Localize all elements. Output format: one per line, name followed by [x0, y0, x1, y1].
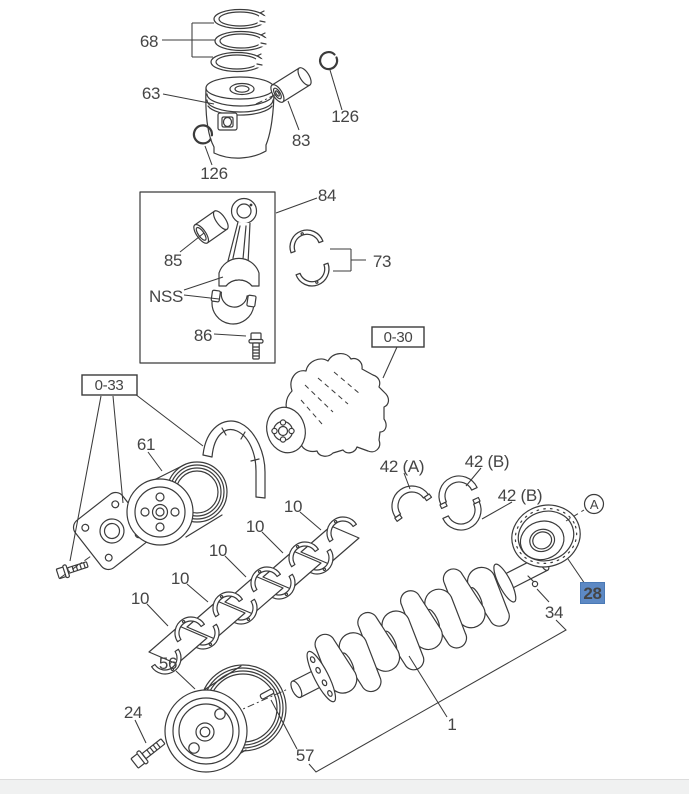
part-label-text-10-5: 10: [131, 589, 149, 608]
connecting-rod-group-box: [139, 191, 276, 364]
connecting-rod: [210, 197, 260, 325]
part-label-42b-2[interactable]: 42 (B): [498, 486, 543, 505]
part-label-85[interactable]: 85: [164, 251, 183, 270]
part-label-10-3[interactable]: 10: [209, 541, 228, 560]
part-label-view-a[interactable]: A: [583, 493, 605, 515]
part-label-text-ref-0-30: 0-30: [384, 329, 413, 346]
piston-pin-bushing: [193, 210, 229, 244]
part-label-text-84: 84: [318, 186, 336, 205]
part-label-text-view-a: A: [590, 497, 599, 512]
crank-pulley-damper: [164, 664, 287, 773]
part-label-text-61: 61: [137, 435, 155, 454]
part-label-42b-1[interactable]: 42 (B): [465, 452, 510, 471]
part-label-text-ref-0-33: 0-33: [95, 377, 124, 394]
crank-centerline: [233, 688, 289, 714]
part-label-ref-0-33[interactable]: 0-33: [81, 374, 138, 396]
part-label-61[interactable]: 61: [137, 435, 156, 454]
crankshaft-pulley-61: [126, 461, 228, 546]
piston-ring-set: [210, 8, 271, 73]
thrust-washer-42a: [391, 485, 433, 522]
part-label-10-1[interactable]: 10: [284, 497, 303, 516]
part-label-text-42a: 42 (A): [380, 457, 425, 476]
dowel-pin: [527, 575, 539, 588]
part-label-text-85: 85: [164, 251, 182, 270]
part-label-text-34: 34: [545, 603, 563, 622]
label-68-bracket: [162, 22, 215, 58]
part-label-text-10-1: 10: [284, 497, 302, 516]
rod-cap-bolt: [248, 332, 264, 360]
part-label-10-4[interactable]: 10: [171, 569, 190, 588]
part-label-text-86: 86: [194, 326, 212, 345]
crank-gear: [511, 504, 581, 568]
gear-case-housing: [266, 353, 390, 457]
part-label-10-2[interactable]: 10: [246, 517, 265, 536]
part-label-nss[interactable]: NSS: [149, 287, 183, 306]
part-label-10-5[interactable]: 10: [131, 589, 150, 608]
thrust-washer-42b-upper: [438, 475, 478, 510]
rod-bearing-shells: [284, 224, 335, 292]
part-label-text-73: 73: [373, 252, 391, 271]
view-a-pointer: [565, 509, 585, 522]
bottom-scrollbar-track: [0, 779, 689, 794]
part-label-34[interactable]: 34: [545, 603, 564, 622]
part-label-42a[interactable]: 42 (A): [380, 457, 425, 476]
part-label-57[interactable]: 57: [296, 746, 315, 765]
part-label-text-10-3: 10: [209, 541, 227, 560]
snap-ring-left: [192, 124, 214, 145]
part-label-63[interactable]: 63: [142, 84, 161, 103]
part-label-text-63: 63: [142, 84, 160, 103]
thrust-washer-42b-lower: [442, 496, 482, 531]
part-label-text-42b-1: 42 (B): [465, 452, 510, 471]
part-label-text-57: 57: [296, 746, 314, 765]
part-label-1[interactable]: 1: [447, 715, 456, 734]
snap-ring-right: [319, 51, 339, 71]
part-label-126-left[interactable]: 126: [200, 164, 228, 183]
part-label-text-10-2: 10: [246, 517, 264, 536]
pulley-bolt: [130, 738, 166, 769]
part-label-86[interactable]: 86: [194, 326, 213, 345]
part-label-text-24: 24: [124, 703, 142, 722]
belt-guard-band: [202, 420, 266, 499]
leader-lines: [69, 69, 586, 773]
part-label-text-68: 68: [140, 32, 158, 51]
part-label-73[interactable]: 73: [373, 252, 392, 271]
pin-centerline: [255, 90, 284, 105]
piston: [205, 76, 275, 159]
label-73-bracket: [330, 248, 366, 272]
crank-key: [259, 688, 275, 700]
part-label-56[interactable]: 56: [159, 654, 178, 673]
part-label-text-83: 83: [292, 131, 310, 150]
part-label-28[interactable]: 28: [580, 582, 605, 604]
part-label-text-42b-2: 42 (B): [498, 486, 543, 505]
part-label-84[interactable]: 84: [318, 186, 337, 205]
part-label-text-126-left: 126: [200, 164, 227, 183]
part-label-text-56: 56: [159, 654, 177, 673]
part-label-text-nss: NSS: [149, 287, 183, 306]
part-label-68[interactable]: 68: [140, 32, 159, 51]
part-label-text-1: 1: [447, 715, 456, 734]
piston-pin: [270, 67, 312, 103]
crankshaft: [290, 555, 550, 703]
part-label-text-10-4: 10: [171, 569, 189, 588]
part-label-ref-0-30[interactable]: 0-30: [371, 326, 425, 348]
part-label-83[interactable]: 83: [292, 131, 311, 150]
part-label-text-28: 28: [583, 584, 601, 603]
part-label-126-right[interactable]: 126: [331, 107, 359, 126]
part-label-text-126-right: 126: [331, 107, 358, 126]
part-label-24[interactable]: 24: [124, 703, 143, 722]
